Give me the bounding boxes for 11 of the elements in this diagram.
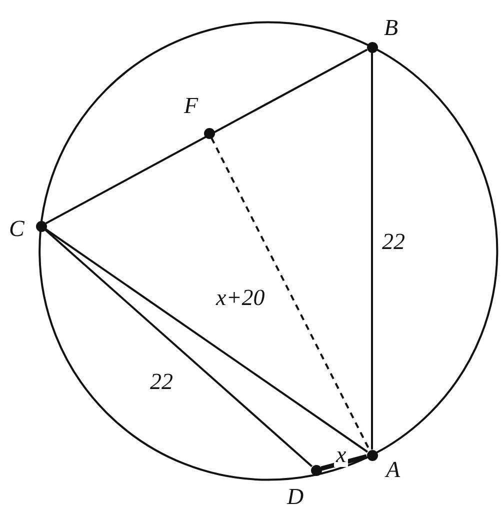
point-label: A — [386, 458, 400, 482]
point-label: C — [9, 217, 24, 241]
line-segment — [45, 48, 368, 224]
line-segment — [320, 454, 368, 471]
line-segment — [44, 228, 313, 468]
point-label: D — [287, 485, 304, 509]
dashed-line — [210, 137, 370, 451]
line-segment — [44, 228, 368, 453]
point-label: B — [384, 16, 398, 40]
line-segment — [371, 52, 373, 450]
point-label: F — [184, 94, 198, 118]
